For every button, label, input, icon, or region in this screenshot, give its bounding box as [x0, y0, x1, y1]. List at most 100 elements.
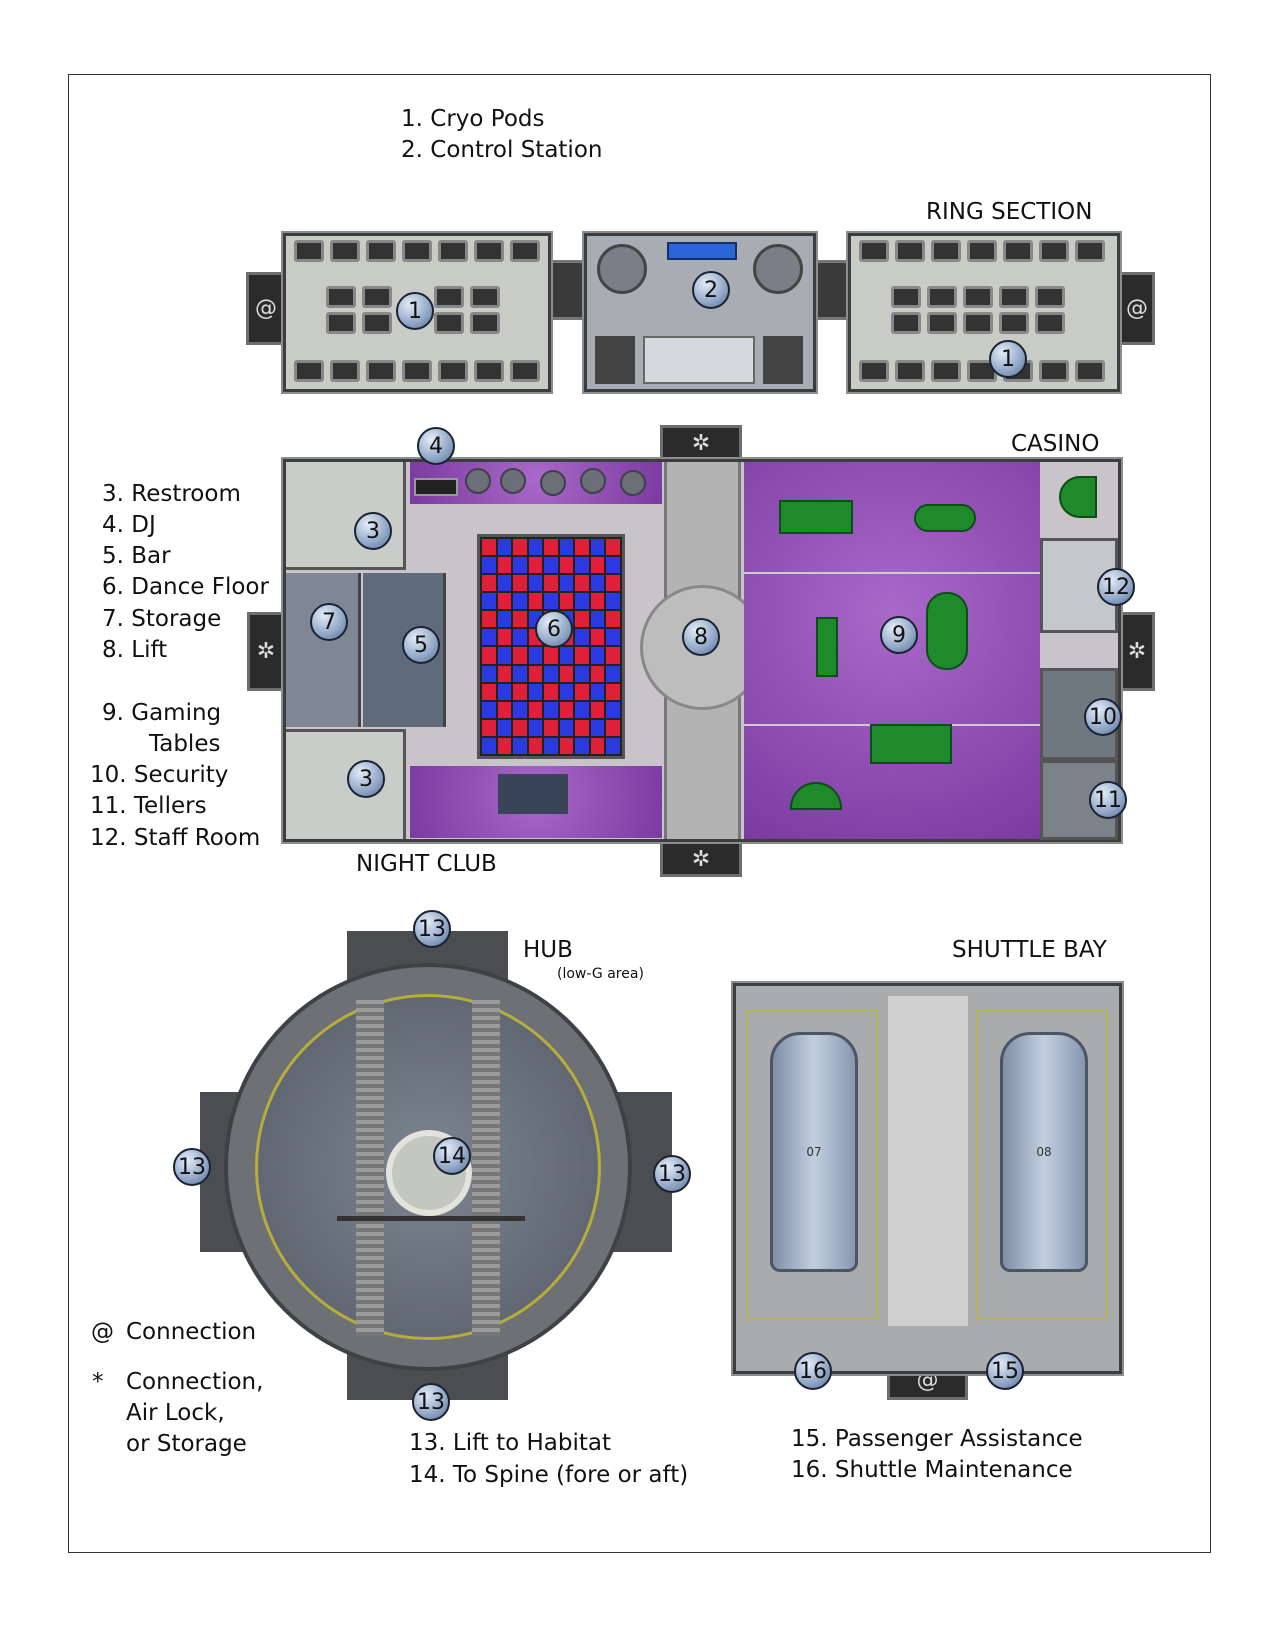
marker-storage[interactable]: 7 [310, 603, 348, 641]
ring-section-label: RING SECTION [926, 199, 1093, 225]
shuttle-bay: 07 08 [733, 983, 1122, 1374]
dance-floor-tile [544, 683, 558, 700]
marker-lift-to-habitat[interactable]: 13 [173, 1148, 211, 1186]
dance-floor-tile [513, 737, 527, 754]
dance-floor-tile [497, 683, 512, 700]
dance-floor-tile [606, 611, 620, 628]
marker-to-spine[interactable]: 14 [433, 1137, 471, 1175]
dance-floor-tile [482, 575, 496, 592]
dance-floor-tile [559, 575, 574, 592]
shuttle-bay-label: SHUTTLE BAY [952, 937, 1107, 963]
dance-floor-tile [575, 611, 589, 628]
dance-floor-tile [590, 737, 605, 754]
storage-room [286, 573, 361, 727]
marker-gaming-tables[interactable]: 9 [880, 616, 918, 654]
dance-floor-tile [590, 629, 605, 646]
dance-floor-tile [590, 701, 605, 718]
legend-item: Tables [149, 731, 221, 757]
dance-floor-tile [482, 665, 496, 682]
marker-cryo-pods[interactable]: 1 [989, 340, 1027, 378]
marker-lift-to-habitat[interactable]: 13 [412, 1383, 450, 1421]
dance-floor-tile [544, 539, 558, 556]
dance-floor-tile [544, 737, 558, 754]
legend-item: 3. Restroom [102, 481, 241, 507]
marker-lift-to-habitat[interactable]: 13 [413, 910, 451, 948]
dance-floor-tile [575, 629, 589, 646]
marker-lift-to-habitat[interactable]: 13 [653, 1155, 691, 1193]
dance-floor-tile [575, 539, 589, 556]
dance-floor-tile [528, 737, 543, 754]
cryo-module-right [848, 233, 1120, 392]
legend-item: 10. Security [90, 762, 229, 788]
dance-floor-tile [575, 719, 589, 736]
marker-dj[interactable]: 4 [417, 427, 455, 465]
marker-staff-room[interactable]: 12 [1097, 568, 1135, 606]
marker-bar[interactable]: 5 [402, 626, 440, 664]
dance-floor-tile [544, 575, 558, 592]
dance-floor-tile [528, 557, 543, 574]
dance-floor-tile [606, 719, 620, 736]
connection-right[interactable]: ✲ [1119, 612, 1155, 691]
casino-label: CASINO [1011, 431, 1100, 457]
legend-item: 5. Bar [102, 543, 171, 569]
dance-floor-tile [544, 719, 558, 736]
dance-floor-tile [575, 575, 589, 592]
connection-right[interactable]: @ [1119, 272, 1155, 345]
marker-shuttle-maintenance[interactable]: 16 [794, 1352, 832, 1390]
dance-floor-tile [497, 665, 512, 682]
control-station-module [584, 233, 816, 392]
dance-floor-tile [513, 575, 527, 592]
connection-left[interactable]: @ [246, 272, 286, 345]
marker-restroom[interactable]: 3 [347, 760, 385, 798]
dance-floor-tile [528, 539, 543, 556]
dance-floor-tile [575, 593, 589, 610]
dance-floor-tile [513, 701, 527, 718]
dance-floor-tile [575, 665, 589, 682]
dance-floor-tile [606, 539, 620, 556]
dance-floor-tile [528, 683, 543, 700]
dance-floor-tile [497, 557, 512, 574]
night-club-label: NIGHT CLUB [356, 851, 497, 877]
dj-booth [414, 478, 458, 496]
hub-track [472, 1000, 500, 1336]
marker-dance-floor[interactable]: 6 [535, 610, 573, 648]
dance-floor-tile [544, 557, 558, 574]
dance-floor-tile [497, 575, 512, 592]
dance-floor-tile [606, 665, 620, 682]
dance-floor-tile [528, 719, 543, 736]
dance-floor-tile [482, 737, 496, 754]
marker-control-station[interactable]: 2 [692, 271, 730, 309]
marker-tellers[interactable]: 11 [1089, 781, 1127, 819]
dance-floor-tile [559, 647, 574, 664]
marker-cryo-pods[interactable]: 1 [396, 292, 434, 330]
legend-at-text: Connection [126, 1319, 257, 1345]
legend-to-spine: 14. To Spine (fore or aft) [409, 1462, 689, 1488]
dance-floor-tile [528, 701, 543, 718]
dance-floor-tile [590, 557, 605, 574]
connection-left[interactable]: ✲ [247, 612, 285, 691]
dance-floor-tile [497, 647, 512, 664]
dance-floor-tile [497, 701, 512, 718]
marker-lift[interactable]: 8 [682, 618, 720, 656]
dance-floor-tile [513, 665, 527, 682]
dance-floor-tile [559, 539, 574, 556]
marker-restroom[interactable]: 3 [354, 512, 392, 550]
dance-floor-tile [559, 593, 574, 610]
dance-floor-tile [606, 647, 620, 664]
connection-top[interactable]: ✲ [660, 425, 742, 461]
club-lounge-bottom [410, 766, 662, 838]
dance-floor-tile [606, 683, 620, 700]
marker-passenger-assistance[interactable]: 15 [986, 1352, 1024, 1390]
hub-track [356, 1000, 384, 1336]
connection-bottom[interactable]: ✲ [660, 841, 742, 877]
shuttle-08: 08 [1000, 1032, 1088, 1272]
dance-floor-tile [482, 539, 496, 556]
marker-security[interactable]: 10 [1084, 698, 1122, 736]
dance-floor-tile [575, 647, 589, 664]
dance-floor-tile [497, 719, 512, 736]
dance-floor-tile [513, 629, 527, 646]
dance-floor-tile [482, 647, 496, 664]
dance-floor-tile [559, 665, 574, 682]
dance-floor-tile [590, 611, 605, 628]
legend-item: 8. Lift [102, 637, 168, 663]
